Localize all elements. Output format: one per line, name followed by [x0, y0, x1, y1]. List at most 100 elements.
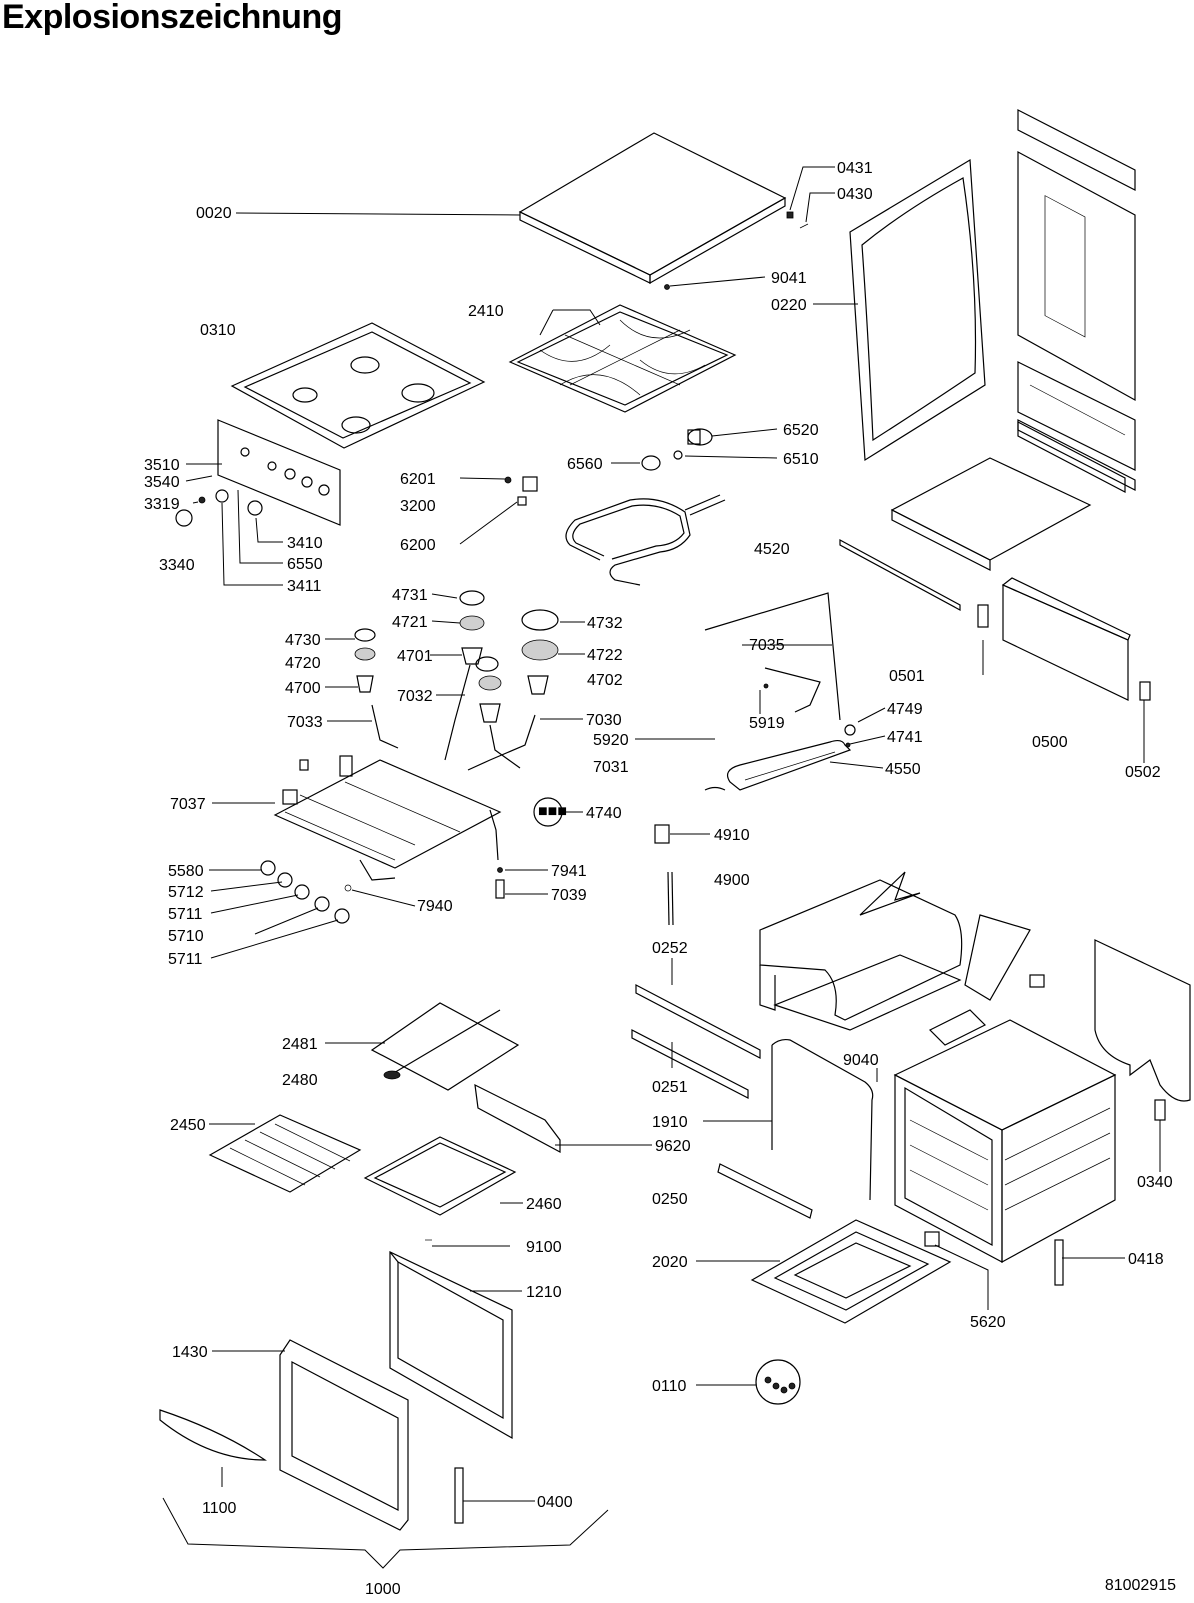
part-0501-bracket: [977, 604, 989, 628]
group-1000-bracket: [162, 1497, 609, 1569]
part-0430: [799, 223, 809, 229]
part-2460-tray: [363, 1136, 517, 1216]
part-7032-pipe: [444, 664, 471, 761]
label-6510: 6510: [783, 451, 819, 468]
label-3200: 3200: [400, 498, 436, 515]
label-5580: 5580: [168, 863, 204, 880]
part-6201: [504, 476, 512, 484]
part-4722: [521, 639, 559, 661]
label-7031: 7031: [593, 759, 629, 776]
part-grill-tray: [839, 421, 1126, 612]
part-1100-handle: [159, 1409, 267, 1461]
label-0500: 0500: [1032, 734, 1068, 751]
label-0418: 0418: [1128, 1251, 1164, 1268]
part-5620: [924, 1231, 940, 1247]
part-oven-bottom: [750, 1219, 952, 1324]
label-0020: 0020: [196, 205, 232, 222]
label-4740: 4740: [586, 805, 622, 822]
label-5711: 5711: [168, 906, 203, 923]
label-9100: 9100: [526, 1239, 562, 1256]
label-4722: 4722: [587, 647, 623, 664]
part-9620: [474, 1083, 561, 1154]
label-4550: 4550: [885, 761, 921, 778]
part-oven-insulation: [759, 871, 963, 1031]
part-3319: [198, 496, 206, 504]
part-lamp: [641, 428, 713, 471]
label-7033: 7033: [287, 714, 323, 731]
part-burner-frame: [273, 755, 502, 881]
part-labels: 0020 0431 0430 9041 0220 0310 2410 6520 …: [144, 160, 1173, 1598]
label-4520: 4520: [754, 541, 790, 558]
part-burner-small: [478, 675, 502, 691]
part-7030-pipe: [467, 714, 536, 771]
label-7940: 7940: [417, 898, 453, 915]
label-5712: 5712: [168, 884, 204, 901]
label-4720: 4720: [285, 655, 321, 672]
part-gas-valves: [260, 860, 352, 924]
label-5620: 5620: [970, 1314, 1006, 1331]
part-2450-rack: [208, 1114, 362, 1193]
part-lid: [518, 132, 787, 285]
part-control-panel: [217, 419, 341, 526]
part-rear-panel: [1017, 109, 1136, 491]
part-oven-cavity: [893, 1019, 1117, 1264]
label-7032: 7032: [397, 688, 433, 705]
label-7035: 7035: [749, 637, 785, 654]
label-0250: 0250: [652, 1191, 688, 1208]
part-6200: [517, 496, 527, 506]
part-0431: [786, 211, 794, 219]
label-4732: 4732: [587, 615, 623, 632]
part-knob-3340: [175, 509, 193, 527]
part-3410: [247, 500, 263, 516]
part-5919: [763, 683, 769, 689]
part-0250: [717, 1163, 813, 1219]
label-4749: 4749: [887, 701, 923, 718]
part-clip: [1029, 974, 1045, 988]
label-0502: 0502: [1125, 764, 1161, 781]
svg-text:■■■: ■■■: [538, 803, 567, 820]
label-0501: 0501: [889, 668, 925, 685]
label-1910: 1910: [652, 1114, 688, 1131]
label-6520: 6520: [783, 422, 819, 439]
part-4721: [459, 615, 485, 631]
label-1210: 1210: [526, 1284, 562, 1301]
part-injector-holder: [479, 703, 501, 723]
label-4721: 4721: [392, 614, 428, 631]
part-4910: [654, 824, 670, 844]
part-pan-supports: [508, 304, 737, 413]
part-2481-rod: [386, 1009, 501, 1078]
label-6560: 6560: [567, 456, 603, 473]
label-2460: 2460: [526, 1196, 562, 1213]
part-6201-switch: [522, 476, 538, 492]
label-4741: 4741: [887, 729, 923, 746]
part-1910-seal: [771, 1038, 874, 1201]
label-0340: 0340: [1137, 1174, 1173, 1191]
part-0252-rail: [635, 984, 761, 1059]
label-4730: 4730: [285, 632, 321, 649]
part-4741: [845, 742, 851, 748]
label-4700: 4700: [285, 680, 321, 697]
label-3410: 3410: [287, 535, 323, 552]
part-4900-cable: [667, 871, 670, 926]
parts-artwork: ■■■: [159, 109, 1191, 1569]
part-side-panel: [849, 158, 986, 462]
leader-lines: [185, 166, 1161, 1502]
label-2450: 2450: [170, 1117, 206, 1134]
part-burner-cap-small: [475, 656, 499, 672]
label-0431: 0431: [837, 160, 873, 177]
label-6200: 6200: [400, 537, 436, 554]
label-7941: 7941: [551, 863, 587, 880]
part-0418: [1054, 1239, 1064, 1286]
part-hob: [230, 322, 486, 449]
part-4701: [461, 647, 483, 665]
label-3319: 3319: [144, 496, 180, 513]
part-heating-element: [565, 494, 726, 586]
label-7030: 7030: [586, 712, 622, 729]
label-0110: 0110: [652, 1378, 687, 1395]
label-2480: 2480: [282, 1072, 318, 1089]
label-4701: 4701: [397, 648, 433, 665]
part-cavity-side: [1094, 939, 1191, 1102]
part-4749: [844, 724, 856, 736]
diagram-title: Explosionszeichnung: [2, 0, 342, 36]
label-3411: 3411: [287, 578, 322, 595]
